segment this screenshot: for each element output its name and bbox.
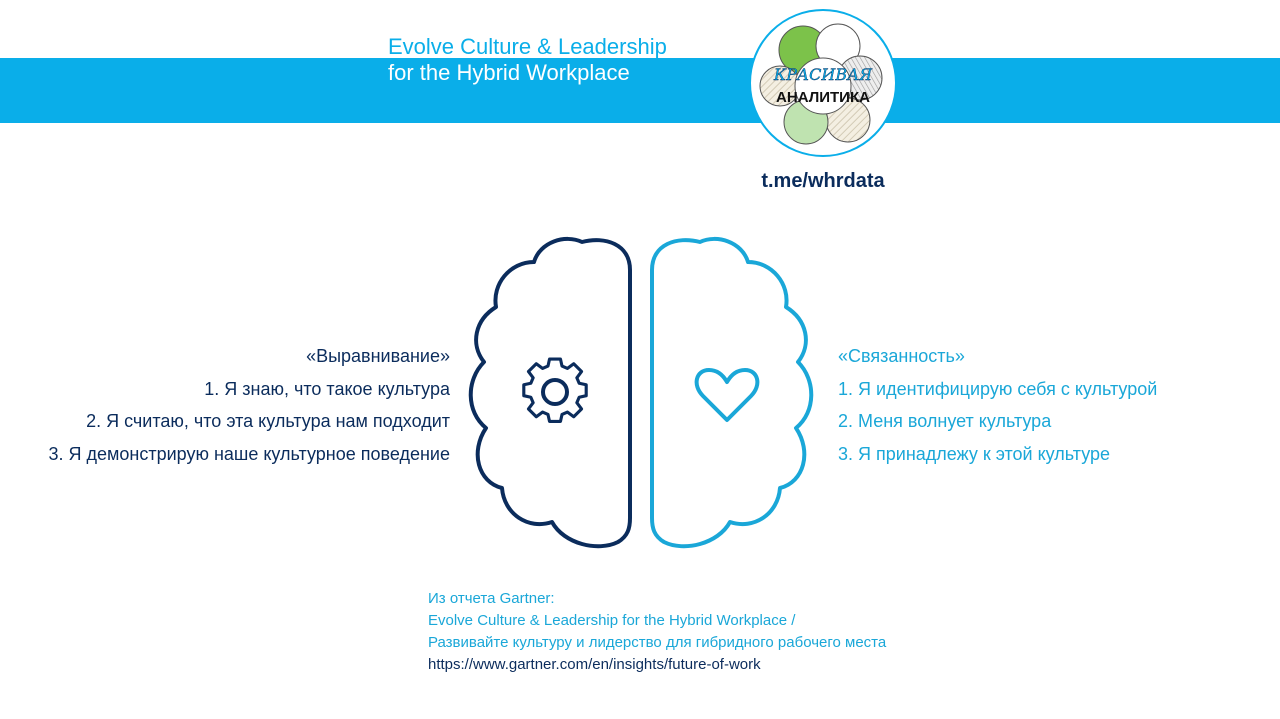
- brain-diagram: [468, 236, 814, 549]
- page-title: Evolve Culture & Leadership for the Hybr…: [388, 34, 667, 86]
- alignment-block: «Выравнивание» 1. Я знаю, что такое куль…: [48, 340, 450, 470]
- alignment-heading: «Выравнивание»: [306, 346, 450, 366]
- connectedness-item: 3. Я принадлежу к этой культуре: [838, 443, 1111, 464]
- alignment-item: 2. Я считаю, что эта культура нам подход…: [86, 411, 450, 431]
- logo-text-2: АНАЛИТИКА: [776, 89, 870, 106]
- connectedness-item: 1. Я идентифицирую себя с культурой: [838, 378, 1158, 399]
- source-note: Из отчета Gartner: Evolve Culture & Lead…: [428, 588, 886, 676]
- title-line-1: Evolve Culture & Leadership: [388, 34, 667, 59]
- connectedness-heading: «Связанность»: [838, 346, 965, 366]
- source-line-1: Из отчета Gartner:: [428, 590, 555, 607]
- source-line-2: Evolve Culture & Leadership for the Hybr…: [428, 612, 796, 629]
- source-url[interactable]: https://www.gartner.com/en/insights/futu…: [428, 656, 761, 673]
- telegram-link[interactable]: t.me/whrdata: [761, 170, 885, 192]
- connectedness-item: 2. Меня волнует культура: [838, 411, 1052, 431]
- alignment-item: 1. Я знаю, что такое культура: [204, 378, 450, 399]
- logo: КРАСИВАЯ АНАЛИТИКА: [749, 9, 897, 157]
- title-line-2: for the Hybrid Workplace: [388, 60, 630, 85]
- gear-icon: [522, 357, 588, 423]
- right-hemisphere: [650, 236, 814, 549]
- source-line-3: Развивайте культуру и лидерство для гибр…: [428, 634, 887, 651]
- logo-text-1: КРАСИВАЯ: [773, 65, 873, 84]
- header-band: [0, 58, 1280, 123]
- heart-icon: [694, 368, 760, 422]
- left-hemisphere: [468, 236, 632, 549]
- connectedness-block: «Связанность» 1. Я идентифицирую себя с …: [838, 340, 1157, 470]
- alignment-item: 3. Я демонстрирую наше культурное поведе…: [48, 443, 450, 464]
